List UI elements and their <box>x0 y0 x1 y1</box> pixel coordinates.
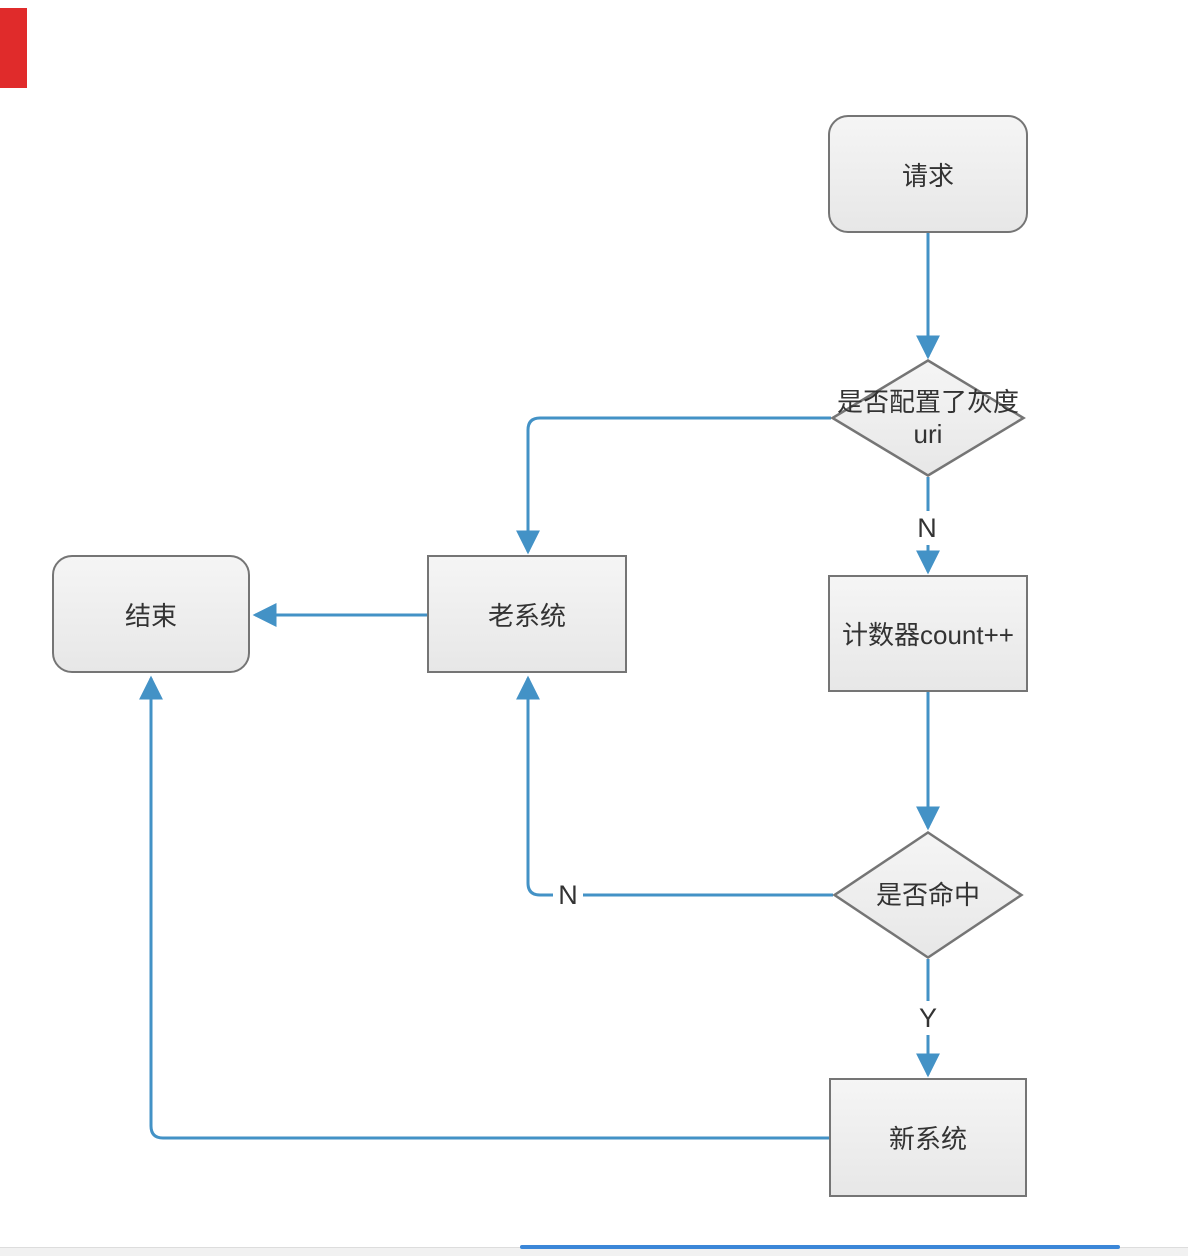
edge-label-hit-yes: Y <box>913 1001 943 1035</box>
edge-label-uri-no: N <box>912 511 942 545</box>
node-decision-gray-uri-label: 是否配置了灰度 uri <box>788 359 1068 477</box>
decision-diamond-shape <box>832 830 1024 960</box>
node-end[interactable]: 结束 <box>52 555 250 673</box>
edge-new-system-to-end <box>139 675 829 1140</box>
node-start-request[interactable]: 请求 <box>828 115 1028 233</box>
node-start-label: 请求 <box>901 160 954 191</box>
node-decision-hit-label: 是否命中 <box>875 880 980 910</box>
edge-decision-to-old-system <box>516 416 831 555</box>
decision-label-line2: uri <box>913 419 943 449</box>
node-decision-hit[interactable]: 是否命中 <box>832 830 1024 960</box>
decision-label-line1: 是否配置了灰度 <box>836 387 1019 417</box>
node-old-system[interactable]: 老系统 <box>427 555 627 673</box>
edge-label-hit-no: N <box>553 878 583 912</box>
record-indicator <box>0 8 27 88</box>
node-new-system[interactable]: 新系统 <box>829 1078 1027 1197</box>
edge-hit-n-to-old-system <box>516 675 833 897</box>
node-counter-increment[interactable]: 计数器count++ <box>828 575 1028 692</box>
node-old-system-label: 老系统 <box>487 600 566 631</box>
node-new-system-label: 新系统 <box>888 1124 967 1154</box>
decision-diamond-shape <box>830 359 1026 477</box>
node-decision-gray-uri[interactable]: 是否配置了灰度 uri <box>830 359 1026 477</box>
node-end-label: 结束 <box>124 600 177 631</box>
horizontal-scrollbar-thumb[interactable] <box>520 1245 1120 1249</box>
node-counter-label: 计数器count++ <box>842 620 1014 650</box>
